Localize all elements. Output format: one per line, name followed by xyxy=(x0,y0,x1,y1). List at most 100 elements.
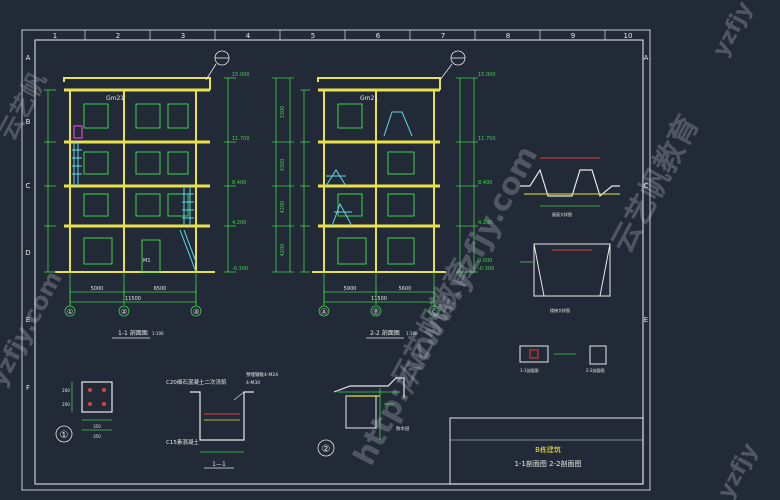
grid-top-1: 1 xyxy=(53,32,57,40)
grid-top-8: 8 xyxy=(506,32,510,40)
s1-dim-a: 5000 xyxy=(91,286,104,292)
detail-right-bottom: 1-1剖面图 2-2剖面图 xyxy=(519,345,607,373)
watermark-yzfjy-bottomright: yzfjy xyxy=(713,439,763,500)
mid-dim-4: 4200 xyxy=(280,244,286,257)
parapet-label: 防水层 xyxy=(396,425,410,432)
section-2-2: Gm21 15.000 11.700 8.400 4.200 0.000 -0.… xyxy=(300,72,496,339)
mid-dim-1: 3300 xyxy=(280,106,286,119)
detail-marker-1: ① xyxy=(60,430,69,441)
s2-level-roof: 15.000 xyxy=(478,72,496,78)
grid-side-A-right: A xyxy=(644,54,649,62)
title-block-line2: 1-1剖面图 2-2剖面图 xyxy=(514,459,581,468)
detail-bottom-label-1: 1-1剖面图 xyxy=(520,367,539,373)
s1-level-1: 4.200 xyxy=(232,220,246,226)
top-grid-ticks xyxy=(84,30,606,40)
s2-dim-total: 11500 xyxy=(371,296,387,302)
grid-side-B: B xyxy=(26,118,31,126)
watermark-brand-right: 云艺帆教育 xyxy=(605,110,706,259)
grid-side-D: D xyxy=(25,249,30,257)
title-block-line1: B栋建筑 xyxy=(535,445,561,454)
d11-label-1: C20细石混凝土二次浇筑 xyxy=(166,378,227,386)
watermark-yzfjy-topright: yzfjy xyxy=(708,0,758,61)
s2-right-dims xyxy=(456,77,478,273)
s1-level-3: 11.700 xyxy=(232,136,250,142)
col-dim-1: 350 xyxy=(93,424,101,429)
s1-room-tag: Gm21 xyxy=(106,95,124,102)
s1-roof-line xyxy=(63,77,211,90)
grid-top-10: 10 xyxy=(624,32,633,40)
grid-top-7: 7 xyxy=(441,32,445,40)
grid-side-A: A xyxy=(26,54,31,62)
outer-frame xyxy=(21,29,651,491)
s1-stairs xyxy=(72,142,197,273)
s1-axis-3: ③ xyxy=(193,308,199,316)
s1-scale: 1:100 xyxy=(152,331,164,336)
s2-level-2: 8.400 xyxy=(478,180,492,186)
grid-side-E: E xyxy=(26,316,30,324)
s1-left-dims xyxy=(44,89,56,273)
d11-label-2: C15素混凝土 xyxy=(166,438,199,446)
grid-side-C-right: C xyxy=(644,182,649,190)
s1-door-tag: M1 xyxy=(143,258,151,264)
s2-windows xyxy=(337,103,415,265)
s2-level-1: 4.200 xyxy=(478,220,492,226)
d11-title: 1—1 xyxy=(212,461,226,468)
detail-parapet: 防水层 ② xyxy=(317,377,410,457)
s1-level-labels: 15.000 11.700 8.400 4.200 -0.300 xyxy=(232,72,250,272)
col-dim-3: 200 xyxy=(62,388,70,393)
s2-room-tag: Gm21 xyxy=(360,95,378,102)
grid-side-F: F xyxy=(26,384,30,392)
s2-dim-a: 5900 xyxy=(344,286,357,292)
top-grid-labels: 1 2 3 4 5 6 7 8 9 10 xyxy=(53,32,633,40)
s2-level-labels: 15.000 11.700 8.400 4.200 0.000 -0.300 xyxy=(478,72,496,272)
col-dim-2: 350 xyxy=(93,434,101,439)
watermark-brand-topleft: 云艺帆 xyxy=(0,68,52,145)
s2-roof-line xyxy=(317,77,441,90)
detail-right-mid: 楼梯大样图 xyxy=(520,243,611,313)
detail-bottom-label-2: 2-2剖面图 xyxy=(586,367,605,373)
s1-red-marker xyxy=(73,125,83,139)
detail-right-top: 屋面大样图 xyxy=(520,157,620,217)
s1-level-roof: 15.000 xyxy=(232,72,250,78)
col-dim-4: 200 xyxy=(62,402,70,407)
s1-axis-2: ② xyxy=(121,308,127,316)
mid-dimension-column xyxy=(272,77,294,273)
s1-level-0: -0.300 xyxy=(232,266,248,272)
grid-top-4: 4 xyxy=(246,32,251,40)
grid-top-2: 2 xyxy=(116,32,120,40)
grid-side-C: C xyxy=(26,182,31,190)
s2-dim-b: 5600 xyxy=(399,286,412,292)
detail-markers-top xyxy=(205,50,466,81)
mid-dim-3: 4200 xyxy=(280,201,286,214)
watermarks: http://www.yzfjy.com 云艺帆教育 云艺帆教育 yzfjy y… xyxy=(0,0,763,500)
s1-axis-bubbles xyxy=(64,272,202,317)
watermark-brand-center: 云艺帆教育 xyxy=(385,254,480,393)
inner-frame xyxy=(34,39,644,485)
d11-label-3: 预埋钢板4-M24 xyxy=(246,371,278,378)
s2-stairs xyxy=(325,111,413,227)
detail-marker-2: ② xyxy=(322,444,331,455)
s2-level-3: 11.700 xyxy=(478,136,496,142)
grid-top-5: 5 xyxy=(311,32,315,40)
title-block: B栋建筑 1-1剖面图 2-2剖面图 xyxy=(449,417,644,485)
s2-title: 2-2 剖面图 xyxy=(370,329,400,337)
s1-right-dims xyxy=(224,77,236,273)
detail-top-title: 屋面大样图 xyxy=(552,211,572,217)
s1-level-2: 8.400 xyxy=(232,180,246,186)
s1-windows xyxy=(83,103,189,273)
detail-column-plan: 350 350 200 200 ① xyxy=(55,381,113,443)
watermark-yzfjy-left: yzfjy.com xyxy=(0,266,68,391)
s2-level-0: 0.000 xyxy=(478,258,492,264)
grid-side-E-right: E xyxy=(644,316,648,324)
detail-1-1: C20细石混凝土二次浇筑 C15素混凝土 预埋钢板4-M24 4-M30 1—1 xyxy=(166,371,278,469)
s2-axis-c: Ⓒ xyxy=(431,308,438,316)
s2-level-ground: -0.300 xyxy=(478,266,494,272)
s1-dim-total: 11500 xyxy=(125,296,141,302)
s2-axis-a: Ⓐ xyxy=(321,308,328,316)
mid-dim-2: 3300 xyxy=(280,159,286,172)
s1-title: 1-1 剖面图 xyxy=(118,329,148,337)
s1-axis-1: ① xyxy=(67,308,73,316)
s2-scale: 1:100 xyxy=(406,331,418,336)
s2-axis-bubbles xyxy=(318,272,440,317)
